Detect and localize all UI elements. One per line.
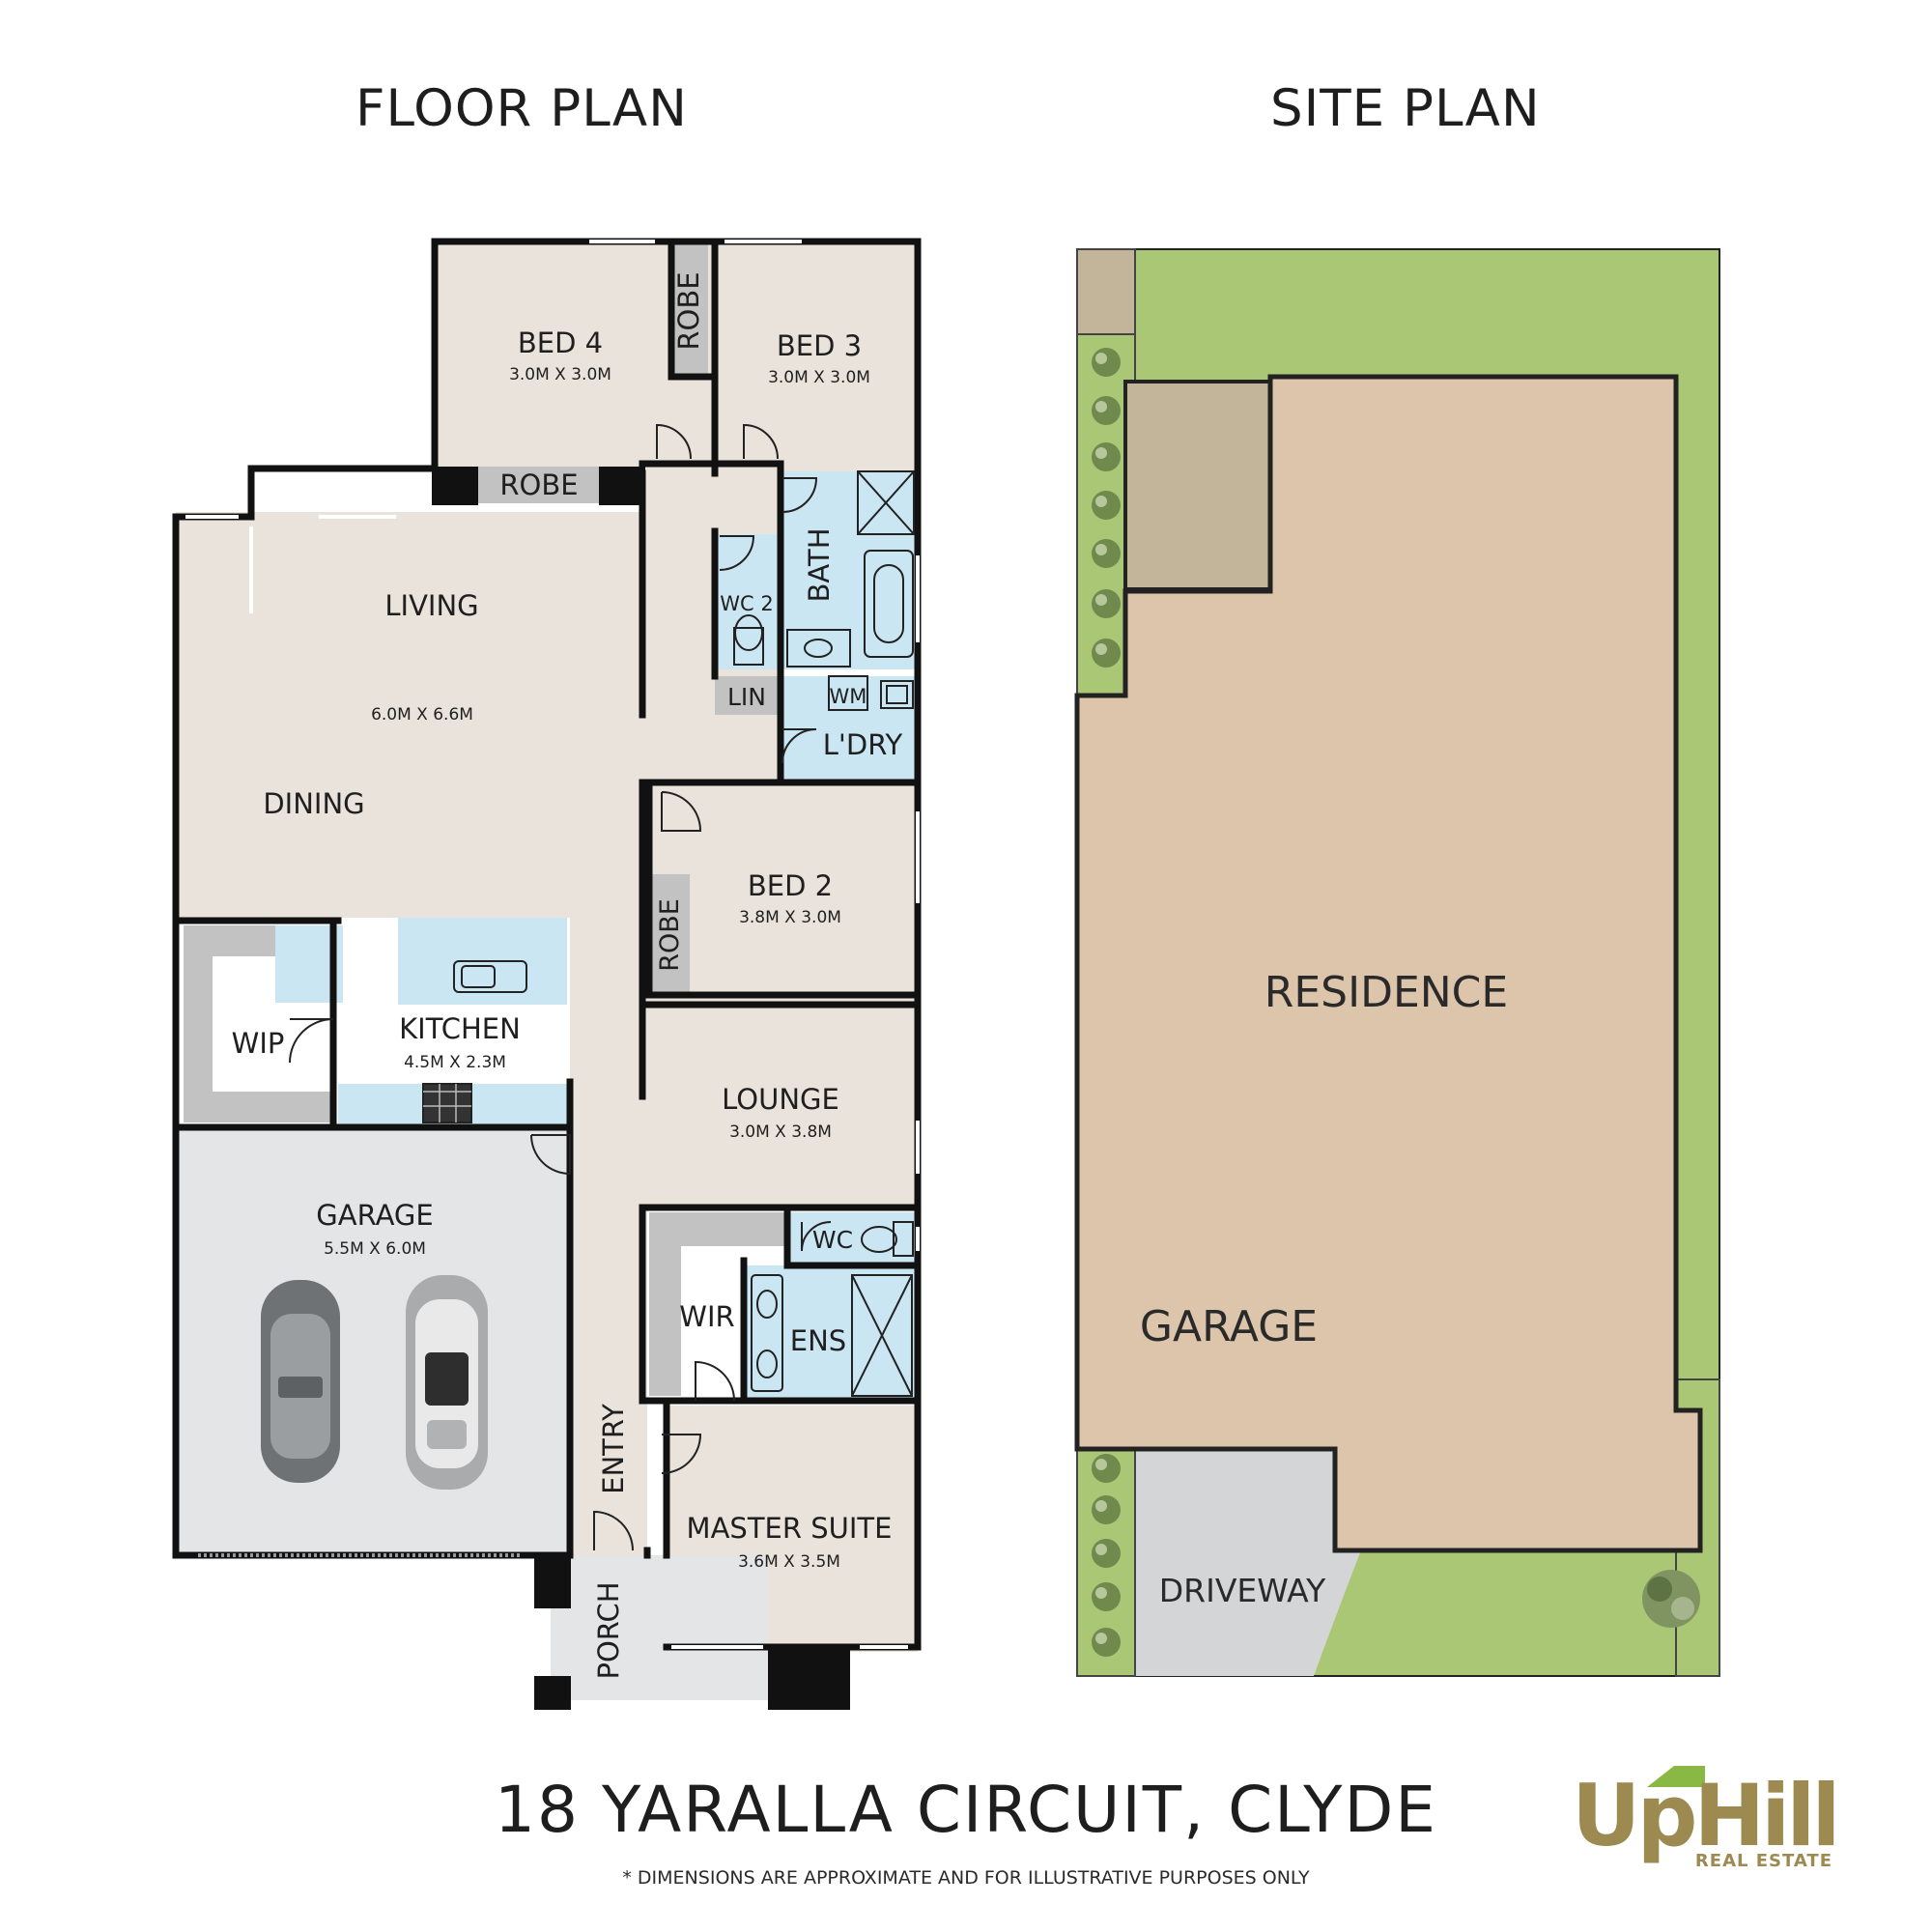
shrub-highlight xyxy=(1095,1500,1107,1512)
bed2-label: BED 2 xyxy=(748,869,833,902)
shrub xyxy=(1092,348,1121,377)
floor-plan: BED 4 3.0M X 3.0M BED 3 3.0M X 3.0M ROBE… xyxy=(172,238,922,1710)
garage-label: GARAGE xyxy=(316,1199,433,1232)
lin-label: LIN xyxy=(727,683,766,711)
garage-floor xyxy=(176,1130,567,1555)
fixtures xyxy=(422,470,915,1397)
wir-label: WIR xyxy=(679,1300,734,1333)
uphill-logo: UpHill REAL ESTATE xyxy=(1572,1766,1840,1871)
lounge-dim: 3.0M X 3.8M xyxy=(729,1122,832,1142)
shrub-highlight xyxy=(1095,496,1107,507)
car-white xyxy=(406,1275,488,1490)
entry-floor xyxy=(570,918,647,1555)
kitchen-label: KITCHEN xyxy=(399,1012,521,1045)
wir-shelving xyxy=(649,1212,787,1396)
shrub-highlight xyxy=(1095,1544,1107,1555)
robe-bed4-label: ROBE xyxy=(499,469,578,501)
bath-label: BATH xyxy=(803,527,836,602)
site-plan: RESIDENCE GARAGE DRIVEWAY xyxy=(1074,248,1720,1677)
shrub xyxy=(1092,589,1121,618)
linen-cupboard xyxy=(715,676,781,715)
property-address: 18 YARALLA CIRCUIT, CLYDE xyxy=(495,1773,1437,1847)
shrub-highlight xyxy=(1095,1633,1107,1644)
site-driveway-label: DRIVEWAY xyxy=(1159,1572,1326,1609)
shrub xyxy=(1092,1628,1121,1657)
shrub xyxy=(1092,639,1121,668)
shrub xyxy=(1092,396,1121,425)
living-dim: 6.0M X 6.6M xyxy=(371,705,473,724)
site-tree xyxy=(1642,1570,1700,1628)
dimensions-disclaimer: * DIMENSIONS ARE APPROXIMATE AND FOR ILL… xyxy=(622,1867,1310,1889)
site-residence xyxy=(1074,374,1703,1553)
lounge-label: LOUNGE xyxy=(722,1083,839,1116)
porch-floor xyxy=(551,1555,768,1700)
shrub-highlight xyxy=(1095,643,1107,655)
shrub xyxy=(1092,539,1121,568)
shrub-highlight xyxy=(1095,544,1107,555)
laundry-label: L'DRY xyxy=(823,728,903,761)
bed4-label: BED 4 xyxy=(518,327,603,359)
robe-bed2-label: ROBE xyxy=(655,898,685,972)
shrub xyxy=(1092,1582,1121,1611)
living-label: LIVING xyxy=(384,589,478,622)
shrub xyxy=(1092,491,1121,520)
shrub xyxy=(1092,442,1121,471)
windows xyxy=(185,240,920,1649)
wm-label: WM xyxy=(830,685,867,708)
car-grey xyxy=(261,1280,340,1483)
logo-brand: UpHill xyxy=(1572,1766,1837,1865)
kitchen-dim: 4.5M X 2.3M xyxy=(404,1053,506,1072)
entry-label: ENTRY xyxy=(597,1404,630,1494)
garage-dim: 5.5M X 6.0M xyxy=(324,1239,426,1259)
bed3-dim: 3.0M X 3.0M xyxy=(768,368,870,387)
shrub xyxy=(1092,1495,1121,1524)
robe-top xyxy=(669,242,708,377)
site-driveway xyxy=(1077,1449,1362,1676)
shrub xyxy=(1092,1539,1121,1568)
site-garage-pad xyxy=(1123,380,1272,591)
robe-bed4 xyxy=(476,467,602,503)
wc2-label: WC 2 xyxy=(720,592,773,615)
site-residence-label: RESIDENCE xyxy=(1264,968,1508,1017)
porch-label: PORCH xyxy=(592,1581,625,1679)
robe-bed2 xyxy=(649,874,690,995)
wip-shelving xyxy=(184,925,333,1122)
ens-label: ENS xyxy=(790,1324,846,1357)
shrub-highlight xyxy=(1095,1587,1107,1599)
wip-label: WIP xyxy=(232,1027,285,1060)
shrub-highlight xyxy=(1095,1459,1107,1470)
shrub-highlight xyxy=(1095,401,1107,412)
floor-plan-title: FLOOR PLAN xyxy=(355,79,688,138)
site-plan-title: SITE PLAN xyxy=(1270,79,1541,138)
shrub-highlight xyxy=(1095,353,1107,364)
robe-top-label: ROBE xyxy=(672,271,705,350)
shrub xyxy=(1092,1454,1121,1483)
master-dim: 3.6M X 3.5M xyxy=(738,1552,840,1572)
dining-label: DINING xyxy=(263,787,364,820)
bed3-label: BED 3 xyxy=(777,329,862,362)
logo-roof-icon xyxy=(1647,1766,1705,1787)
site-corner-pad xyxy=(1076,248,1136,335)
master-label: MASTER SUITE xyxy=(687,1512,893,1545)
bed2-dim: 3.8M X 3.0M xyxy=(739,908,841,927)
wc-label: WC xyxy=(812,1226,853,1254)
bed4-dim: 3.0M X 3.0M xyxy=(509,365,611,384)
site-garage-label: GARAGE xyxy=(1140,1302,1318,1351)
door-swings xyxy=(289,423,832,1551)
site-shrubs xyxy=(1092,348,1121,1657)
shrub-highlight xyxy=(1095,594,1107,606)
logo-tagline: REAL ESTATE xyxy=(1695,1851,1833,1871)
shrub-highlight xyxy=(1095,447,1107,459)
